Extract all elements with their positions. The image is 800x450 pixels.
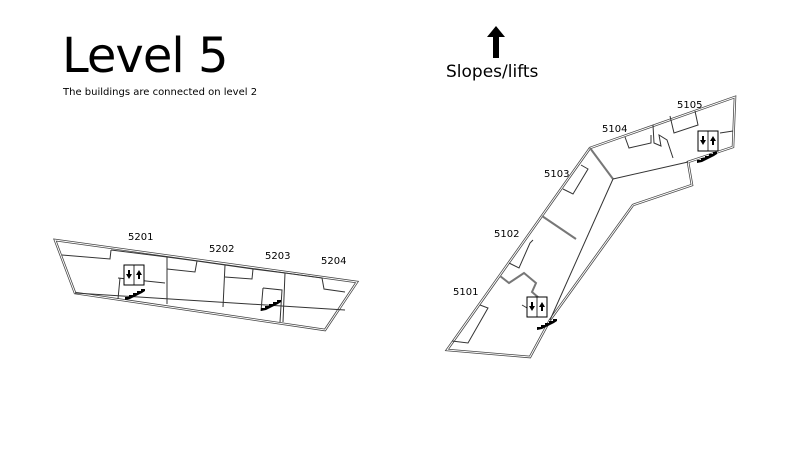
page-title: Level 5	[62, 28, 228, 84]
stairs-icon	[537, 319, 557, 330]
room-label-5102: 5102	[494, 229, 519, 240]
building-51	[444, 95, 737, 359]
room-label-5103: 5103	[544, 169, 569, 180]
room-label-5105: 5105	[677, 100, 702, 111]
room-label-5104: 5104	[602, 124, 627, 135]
elevator-icon	[526, 296, 548, 318]
elevator-icon	[123, 264, 145, 286]
room-label-5203: 5203	[265, 251, 290, 262]
elevator-icon	[697, 130, 719, 152]
stairs-icon	[125, 289, 145, 300]
room-label-5201: 5201	[128, 232, 153, 243]
page-subtitle: The buildings are connected on level 2	[63, 87, 258, 98]
room-label-5204: 5204	[321, 256, 346, 267]
room-label-5202: 5202	[209, 244, 234, 255]
building-52	[53, 238, 360, 332]
room-label-5101: 5101	[453, 287, 478, 298]
slopes-lifts-label: Slopes/lifts	[446, 62, 539, 82]
arrow-up-icon	[487, 26, 505, 58]
